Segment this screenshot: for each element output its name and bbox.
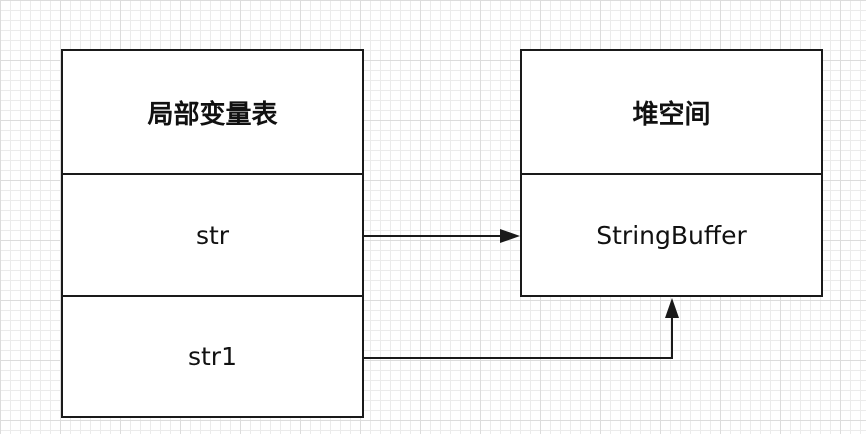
local-variable-str1-label: str1 — [187, 342, 237, 371]
heap-stringbuffer-label: StringBuffer — [596, 220, 747, 250]
heap-stringbuffer-cell: StringBuffer — [520, 173, 823, 297]
arrowhead-right-icon — [500, 229, 520, 243]
arrowhead-up-icon — [665, 298, 679, 318]
local-variable-str-cell: str — [61, 173, 364, 297]
local-variable-table-title: 局部变量表 — [147, 99, 278, 130]
heap-space-table-title: 堆空间 — [632, 99, 711, 130]
arrow-str1-to-stringbuffer — [364, 316, 673, 359]
local-variable-table-header: 局部变量表 — [61, 49, 364, 175]
local-variable-str-label: str — [195, 220, 230, 250]
local-variable-str1-cell: str1 — [61, 295, 364, 418]
